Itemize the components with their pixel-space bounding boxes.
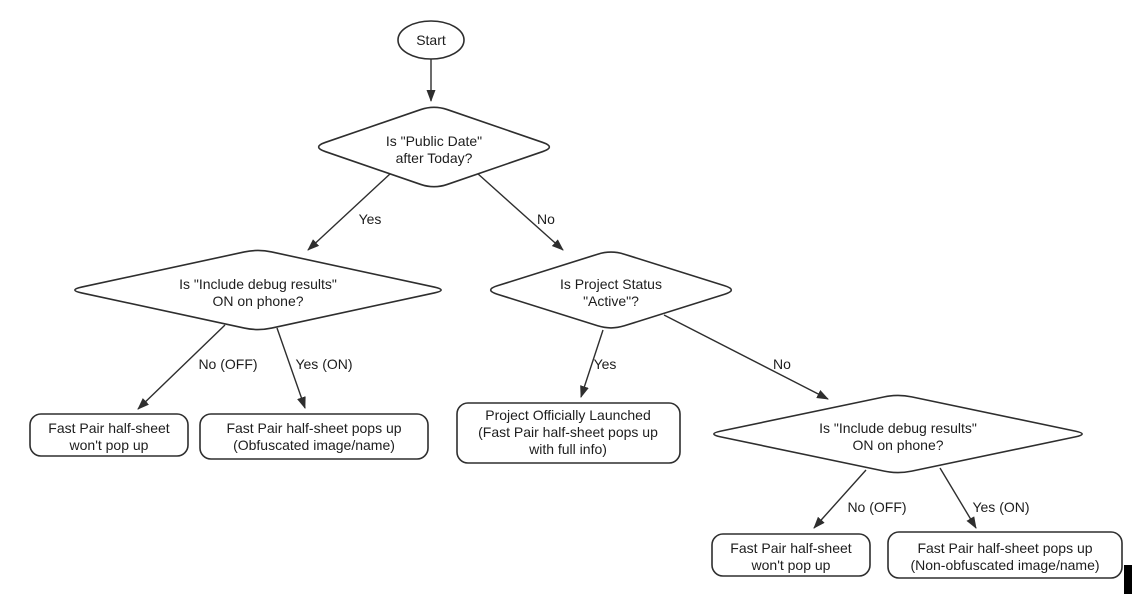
node-start: Start (397, 20, 465, 60)
node-launched: Project Officially Launched (Fast Pair h… (456, 402, 681, 464)
launched-line2: (Fast Pair half-sheet pops up (478, 424, 658, 440)
edge-debug-left-yes-on (276, 327, 306, 409)
debug-left-line2: ON on phone? (212, 293, 303, 309)
edge-label-yes-on-right: Yes (ON) (972, 499, 1029, 515)
edge-label-yes-on-left: Yes (ON) (295, 356, 352, 372)
edge-public-date-yes (307, 172, 392, 251)
debug-right-line1: Is "Include debug results" (819, 420, 977, 436)
edge-label-no1: No (537, 211, 555, 227)
edge-label-no2: No (773, 356, 791, 372)
project-status-diamond (489, 251, 733, 329)
popup-obfuscated-line1: Fast Pair half-sheet pops up (226, 420, 401, 436)
edge-project-status-no (663, 314, 829, 400)
edge-public-date-no (476, 172, 564, 251)
launched-line1: Project Officially Launched (485, 407, 651, 423)
project-status-line2: "Active"? (583, 293, 639, 309)
edge-debug-right-no-off (813, 469, 867, 529)
edge-label-no-off-right: No (OFF) (847, 499, 906, 515)
popup-nonobfuscated-line2: (Non-obfuscated image/name) (910, 557, 1099, 573)
node-debug-left-decision: Is "Include debug results" ON on phone? (74, 249, 442, 331)
no-popup-left-box (29, 413, 189, 457)
no-popup-left-line1: Fast Pair half-sheet (48, 420, 169, 436)
debug-left-line1: Is "Include debug results" (179, 276, 337, 292)
edges (137, 59, 977, 529)
launched-box (456, 402, 681, 464)
edge-project-status-yes (580, 329, 604, 398)
node-popup-nonobfuscated: Fast Pair half-sheet pops up (Non-obfusc… (887, 531, 1123, 579)
public-date-line1: Is "Public Date" (386, 133, 482, 149)
node-debug-right-decision: Is "Include debug results" ON on phone? (713, 394, 1083, 474)
no-popup-right-line1: Fast Pair half-sheet (730, 540, 851, 556)
public-date-diamond (317, 106, 551, 188)
no-popup-left-line2: won't pop up (69, 437, 149, 453)
popup-obfuscated-box (199, 413, 429, 460)
start-label: Start (416, 32, 446, 48)
node-project-status-decision: Is Project Status "Active"? (489, 251, 733, 329)
edge-label-yes1: Yes (359, 211, 382, 227)
edge-debug-left-no-off (137, 324, 226, 410)
edge-labels: Yes No No (OFF) Yes (ON) Yes No No (OFF)… (198, 211, 1029, 515)
public-date-line2: after Today? (396, 150, 473, 166)
debug-left-diamond (74, 249, 442, 331)
popup-nonobfuscated-line1: Fast Pair half-sheet pops up (917, 540, 1092, 556)
launched-line3: with full info) (528, 441, 607, 457)
edge-label-no-off-left: No (OFF) (198, 356, 257, 372)
no-popup-right-box (711, 533, 871, 577)
node-no-popup-right: Fast Pair half-sheet won't pop up (711, 533, 871, 577)
node-popup-obfuscated: Fast Pair half-sheet pops up (Obfuscated… (199, 413, 429, 460)
node-public-date-decision: Is "Public Date" after Today? (317, 106, 551, 188)
project-status-line1: Is Project Status (560, 276, 662, 292)
debug-right-diamond (713, 394, 1083, 474)
popup-nonobfuscated-box (887, 531, 1123, 579)
edge-debug-right-yes-on (939, 467, 977, 529)
node-no-popup-left: Fast Pair half-sheet won't pop up (29, 413, 189, 457)
debug-right-line2: ON on phone? (852, 437, 943, 453)
start-ellipse (397, 20, 465, 60)
edge-label-yes2: Yes (594, 356, 617, 372)
popup-obfuscated-line2: (Obfuscated image/name) (233, 437, 395, 453)
no-popup-right-line2: won't pop up (751, 557, 831, 573)
text-cursor-artifact (1124, 565, 1132, 594)
